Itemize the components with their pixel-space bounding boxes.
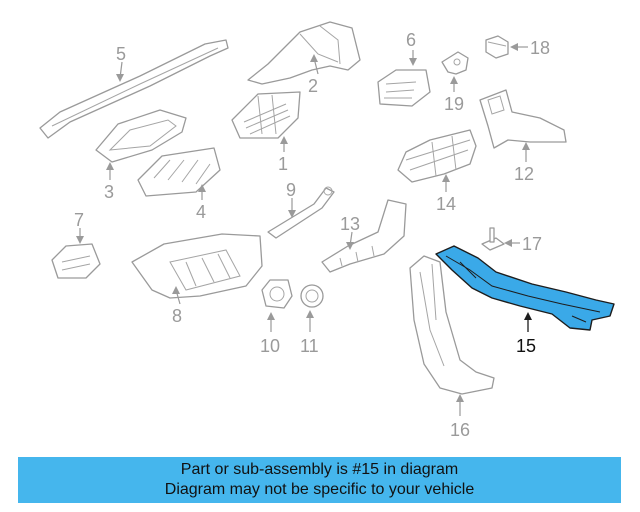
part-4-drawing <box>137 147 221 197</box>
callout-9: 9 <box>286 180 296 200</box>
callout-14: 14 <box>436 194 456 214</box>
part-19-drawing <box>441 51 469 75</box>
part-17-drawing <box>481 227 505 251</box>
callout-18: 18 <box>530 38 550 58</box>
callout-17: 17 <box>522 234 542 254</box>
callout-6: 6 <box>406 30 416 50</box>
callout-5: 5 <box>116 44 126 64</box>
callout-8: 8 <box>172 306 182 326</box>
part-15-drawing <box>435 245 615 331</box>
part-6-drawing <box>377 69 431 107</box>
part-14-drawing <box>397 129 477 183</box>
callout-16: 16 <box>450 420 470 440</box>
leader-line-15 <box>524 312 532 332</box>
leader-lines <box>76 43 530 416</box>
callout-2: 2 <box>308 76 318 96</box>
callout-19: 19 <box>444 94 464 114</box>
callout-10: 10 <box>260 336 280 356</box>
part-12-drawing <box>479 89 567 149</box>
part-16-drawing <box>409 255 495 395</box>
part-9-drawing <box>267 186 335 239</box>
parts-diagram: 5 2 6 18 19 1 3 4 9 12 14 7 13 8 10 11 1… <box>39 21 615 440</box>
banner-line-2: Diagram may not be specific to your vehi… <box>164 481 475 498</box>
part-18-drawing <box>485 35 509 59</box>
callout-3: 3 <box>104 182 114 202</box>
callout-11: 11 <box>300 336 319 356</box>
info-banner: Part or sub-assembly is #15 in diagram D… <box>18 457 621 503</box>
part-11-drawing <box>300 284 324 308</box>
part-8-drawing <box>131 233 263 299</box>
callout-1: 1 <box>278 154 288 174</box>
part-1-drawing <box>231 91 301 139</box>
callout-7: 7 <box>74 210 84 230</box>
part-7-drawing <box>51 243 101 279</box>
part-2-drawing <box>247 21 361 85</box>
callout-12: 12 <box>514 164 534 184</box>
part-3-drawing <box>95 109 187 163</box>
callout-13: 13 <box>340 214 360 234</box>
part-10-drawing <box>261 279 293 309</box>
part-5-drawing <box>39 39 229 139</box>
callout-labels: 5 2 6 18 19 1 3 4 9 12 14 7 13 8 10 11 1… <box>74 30 550 440</box>
callout-15: 15 <box>516 336 536 356</box>
part-13-drawing <box>321 199 407 273</box>
banner-line-1: Part or sub-assembly is #15 in diagram <box>180 461 459 478</box>
callout-4: 4 <box>196 202 206 222</box>
